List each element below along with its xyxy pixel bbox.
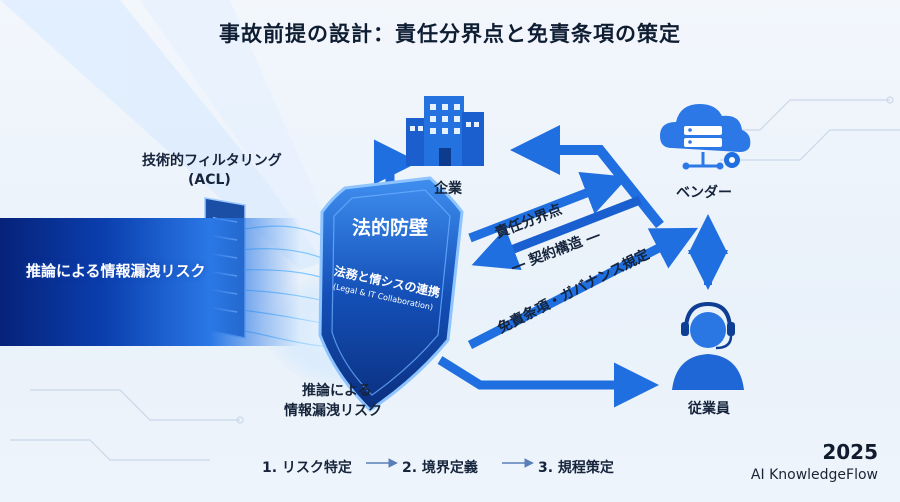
- step-1: 1. リスク特定: [262, 460, 352, 476]
- step-2: 2. 境界定義: [402, 460, 478, 476]
- company-building-icon: [406, 96, 484, 166]
- contract-band-arrows: [467, 171, 699, 350]
- page-title: 事故前提の設計：責任分界点と免責条項の策定: [219, 22, 681, 46]
- risk-bottom-label-line2: 情報漏洩リスク: [284, 403, 382, 419]
- step-3: 3. 規程策定: [538, 460, 614, 476]
- risk-beam-label: 推論による情報漏洩リスク: [26, 262, 206, 280]
- vendor-label: ベンダー: [676, 185, 732, 201]
- acl-label-line1: 技術的フィルタリング: [142, 153, 282, 169]
- acl-label-line2: (ACL): [188, 172, 231, 188]
- circuit-lines-decoration: [10, 96, 900, 461]
- company-label: 企業: [434, 181, 462, 197]
- year-label: 2025: [822, 440, 878, 464]
- light-rays-decoration: [0, 0, 340, 270]
- shield-title: 法的防壁: [352, 217, 429, 239]
- employee-headset-icon: [672, 301, 744, 390]
- vendor-cloud-server-icon: [660, 104, 751, 170]
- risk-data-beam: [0, 218, 300, 346]
- brand-label: AI KnowledgeFlow: [750, 467, 878, 483]
- employee-label: 従業員: [688, 401, 730, 417]
- arrow-shield-to-employee: [437, 356, 659, 408]
- risk-bottom-label-line1: 推論による: [302, 383, 372, 399]
- shield-icon: [318, 176, 464, 412]
